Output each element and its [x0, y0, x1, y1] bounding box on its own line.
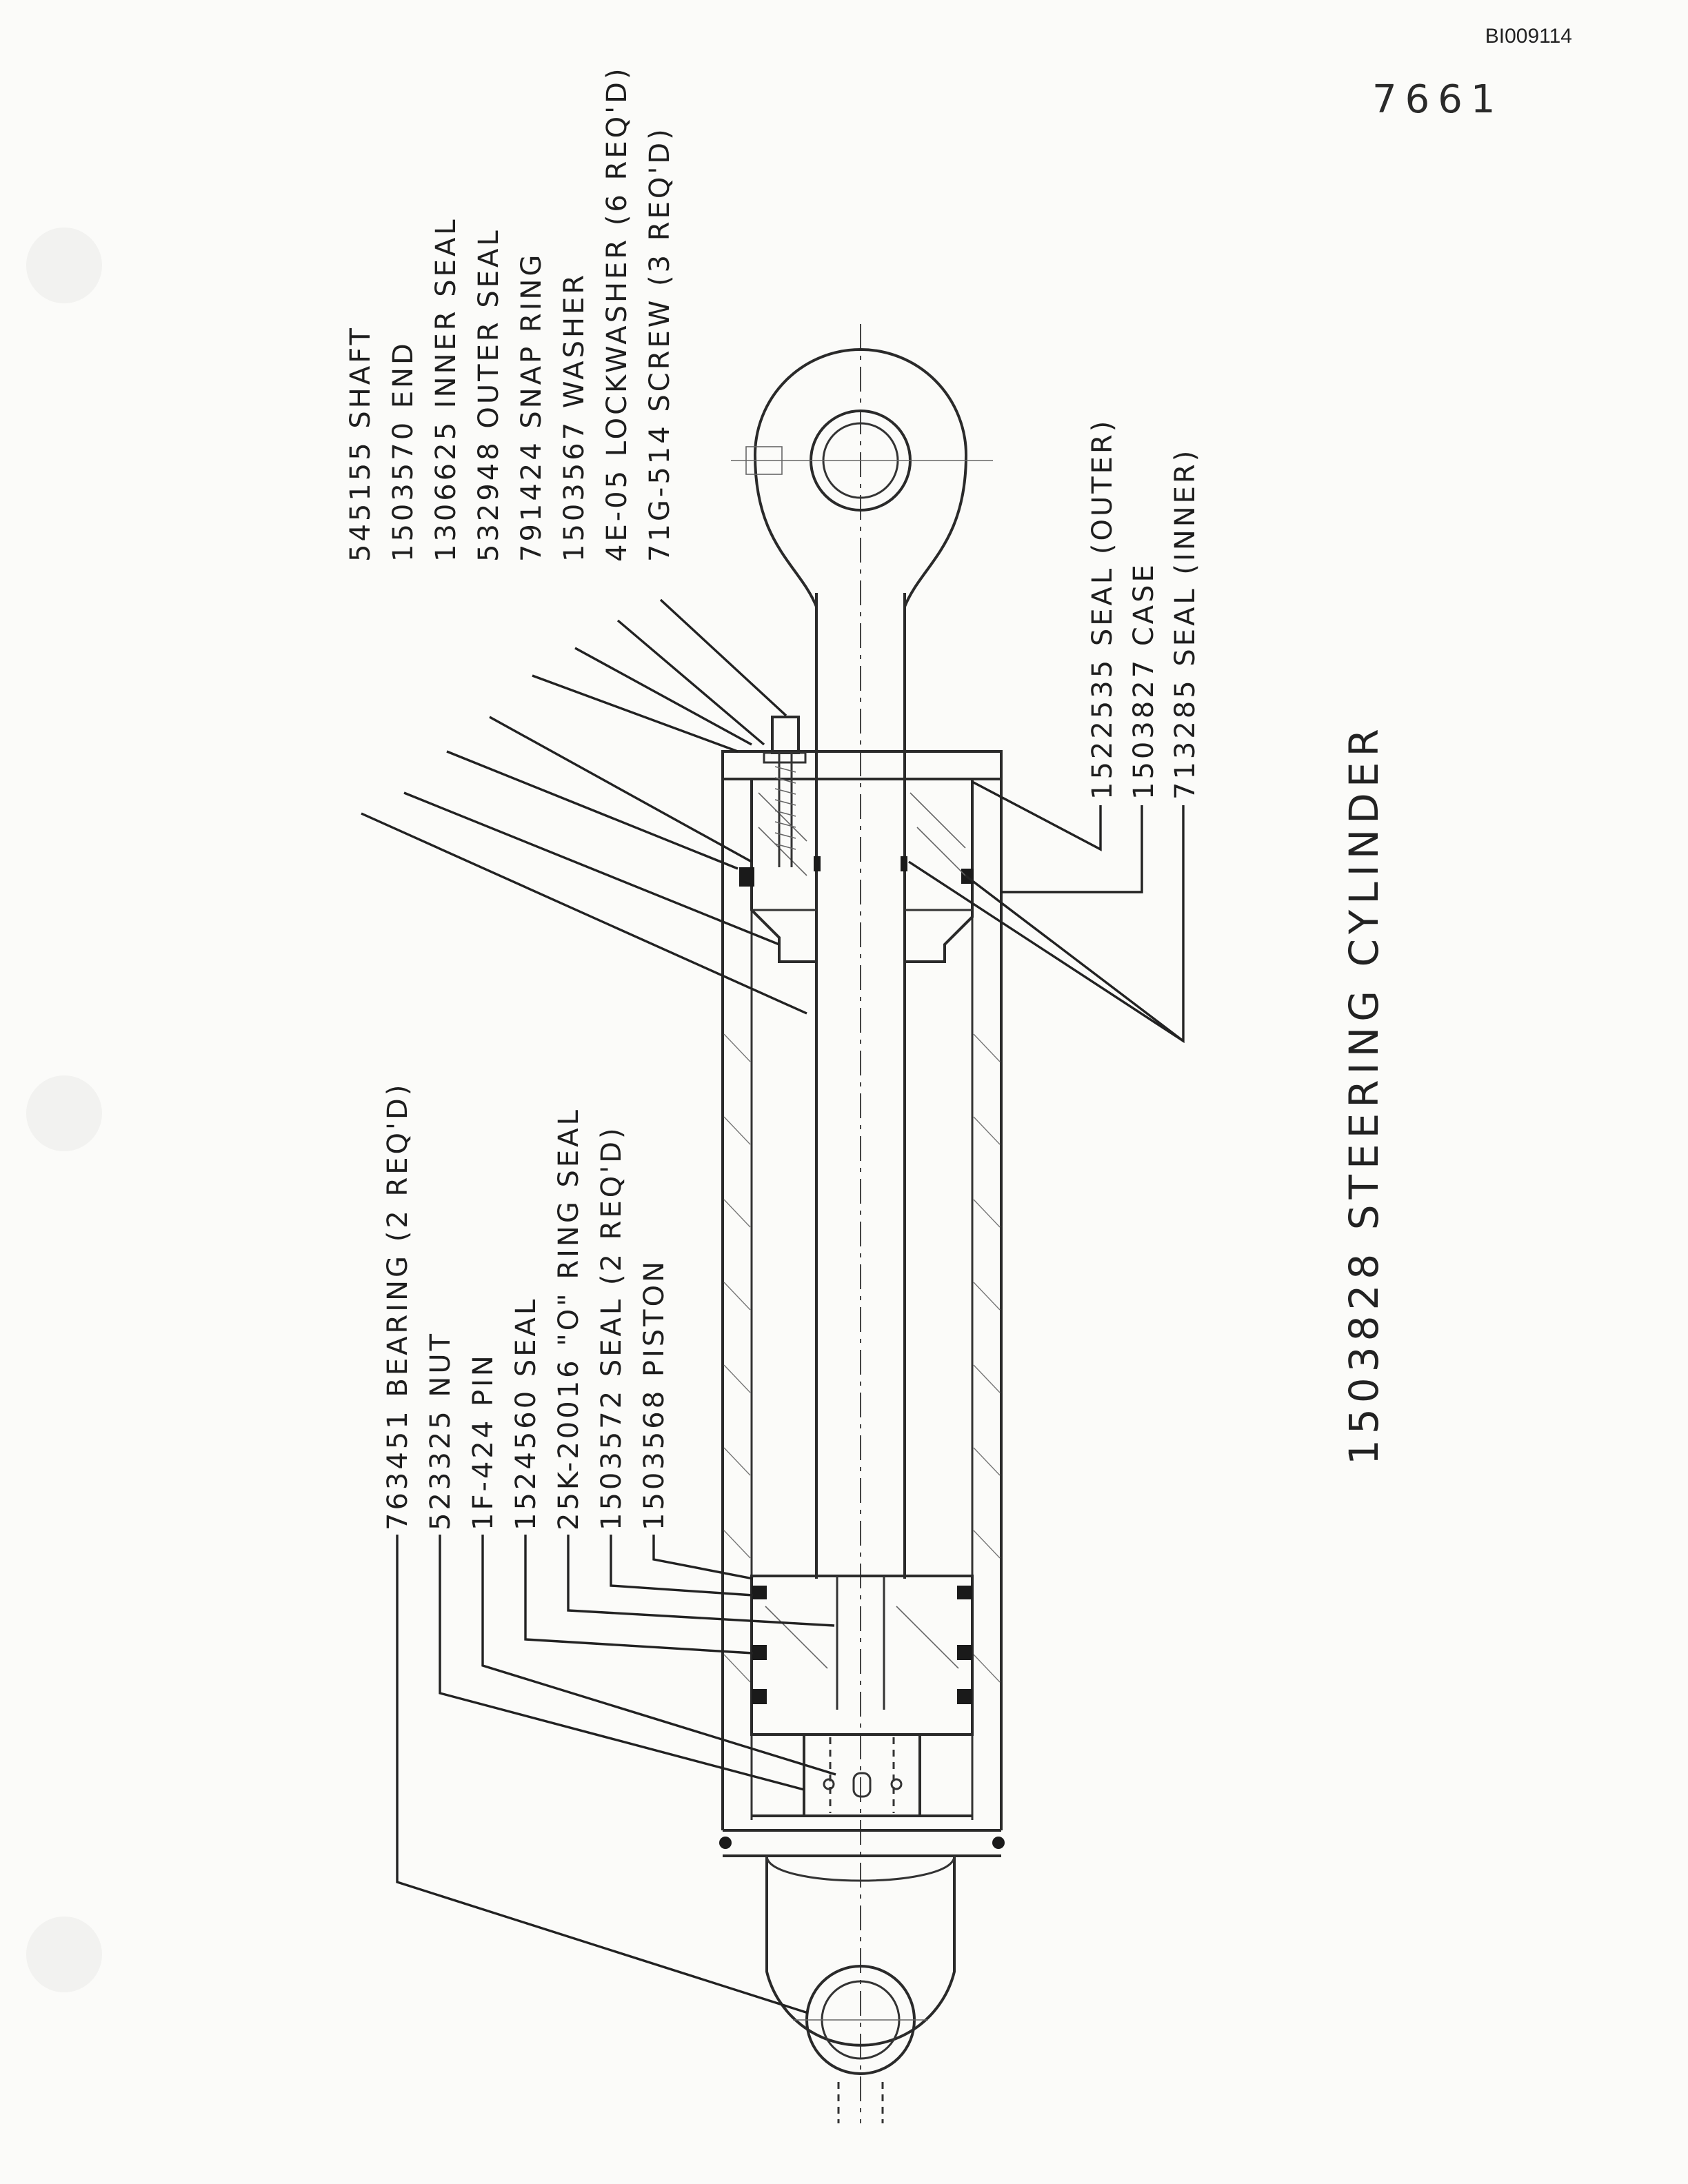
nut-and-pin: [752, 1733, 972, 1817]
shaft: [815, 593, 906, 1579]
rod-end-eye: [731, 348, 993, 607]
leaders-right: [908, 780, 1185, 1044]
label-lockwasher: 4E-05 LOCKWASHER (6 REQ'D): [601, 65, 633, 562]
drawing-title: 1503828 STEERING CYLINDER: [1340, 723, 1387, 1465]
label-nut: 523325 NUT: [425, 1331, 456, 1530]
label-case: 1503827 CASE: [1128, 562, 1160, 800]
case-hatching: [723, 1033, 1001, 1683]
leaders-top: [361, 598, 807, 1015]
svg-text:1503828 STEERING CYLINDER: 1503828 STEERING CYLINDER: [1340, 723, 1387, 1465]
label-group-top: 545155 SHAFT 1503570 END 1306625 INNER S…: [345, 65, 676, 562]
screw: [763, 716, 807, 867]
label-snap-ring: 791424 SNAP RING: [516, 252, 547, 562]
label-piston: 1503568 PISTON: [639, 1259, 670, 1530]
punch-hole-bottom: [26, 1917, 102, 1992]
label-group-bottom: 763451 BEARING (2 REQ'D) 523325 NUT 1F-4…: [382, 1082, 670, 1530]
head-end-assembly: [721, 750, 1003, 963]
label-o-ring-seal: 25K-20016 "O" RING SEAL: [553, 1107, 585, 1530]
label-end: 1503570 END: [388, 341, 419, 562]
label-pin: 1F-424 PIN: [468, 1353, 499, 1530]
punch-hole-middle: [26, 1075, 102, 1151]
label-outer-seal: 532948 OUTER SEAL: [473, 228, 505, 562]
leaders-bottom: [396, 1535, 836, 2014]
label-screw: 71G-514 SCREW (3 REQ'D): [644, 126, 676, 562]
label-seal-outer: 1522535 SEAL (OUTER): [1087, 418, 1118, 800]
document-id: BI009114: [1485, 25, 1572, 48]
label-inner-seal: 1306625 INNER SEAL: [430, 216, 462, 562]
label-seal-2-reqd: 1503572 SEAL (2 REQ'D): [596, 1125, 627, 1530]
sheet-number: 7661: [1372, 77, 1504, 122]
piston: [750, 1575, 974, 1736]
label-bearing: 763451 BEARING (2 REQ'D): [382, 1082, 414, 1530]
label-seal-inner: 713285 SEAL (INNER): [1169, 448, 1201, 800]
cap-end-eye: [765, 1855, 956, 2123]
label-seal: 1524560 SEAL: [510, 1297, 542, 1530]
label-washer: 1503567 WASHER: [559, 272, 590, 562]
label-group-right: 1522535 SEAL (OUTER) 1503827 CASE 713285…: [1087, 418, 1201, 800]
punch-hole-top: [26, 228, 102, 303]
label-shaft: 545155 SHAFT: [345, 325, 376, 562]
